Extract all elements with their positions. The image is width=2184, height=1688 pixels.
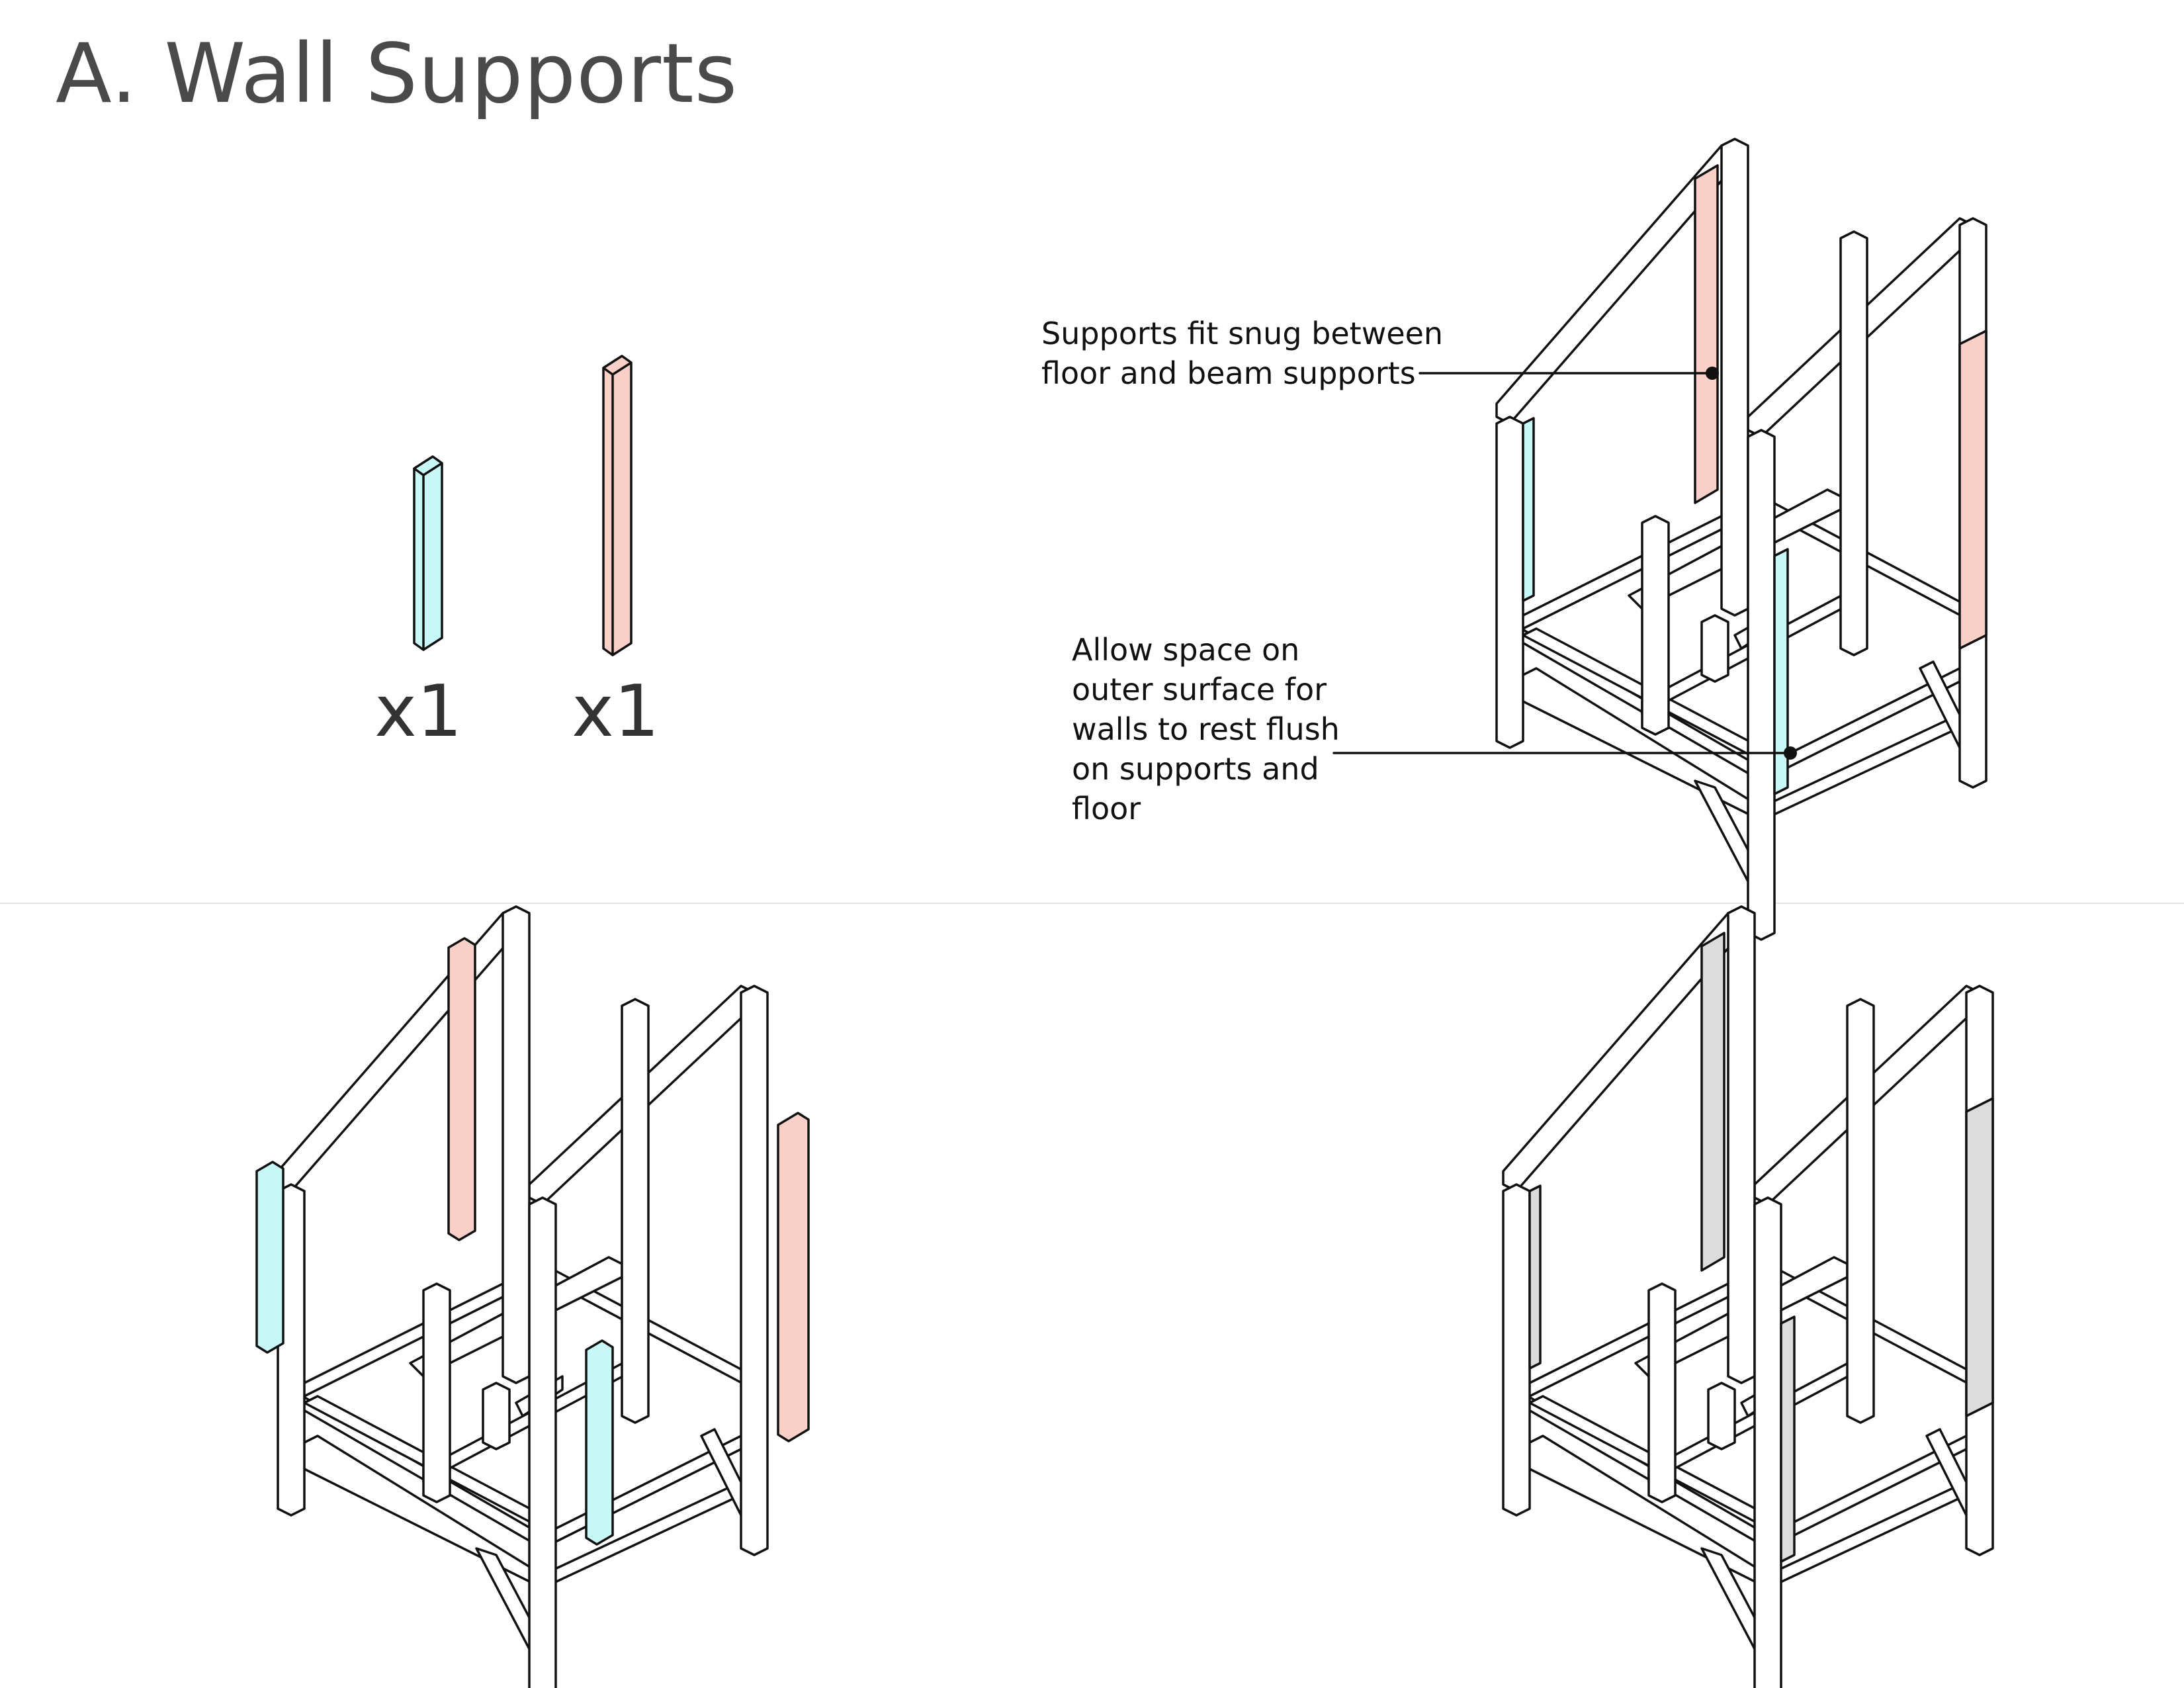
red-support-part — [602, 355, 633, 656]
blue-support-part — [413, 455, 443, 651]
callout-dot-2 — [1784, 746, 1797, 760]
assembly-view-installed — [1495, 138, 1987, 941]
quantity-label-red-support: x1 — [572, 670, 660, 753]
assembly-view-finished — [1502, 905, 1994, 1688]
callout-outer-surface: Allow space on outer surface for walls t… — [1072, 632, 1340, 826]
callout-snug-fit: Supports fit snug between floor and beam… — [1041, 316, 1444, 391]
page-title: A. Wall Supports — [56, 26, 738, 122]
quantity-label-blue-support: x1 — [374, 670, 462, 753]
section-divider — [0, 903, 2184, 904]
assembly-view-exploded — [255, 905, 810, 1688]
callout-dot-1 — [1706, 367, 1719, 380]
